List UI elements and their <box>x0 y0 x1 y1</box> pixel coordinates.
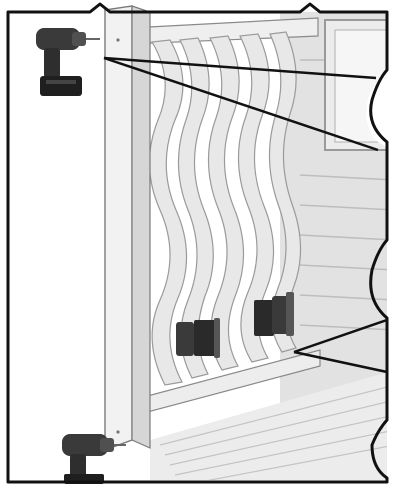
cordless-drill-icon <box>36 28 100 96</box>
gate-post <box>105 6 132 450</box>
hinge-icon <box>176 318 220 358</box>
